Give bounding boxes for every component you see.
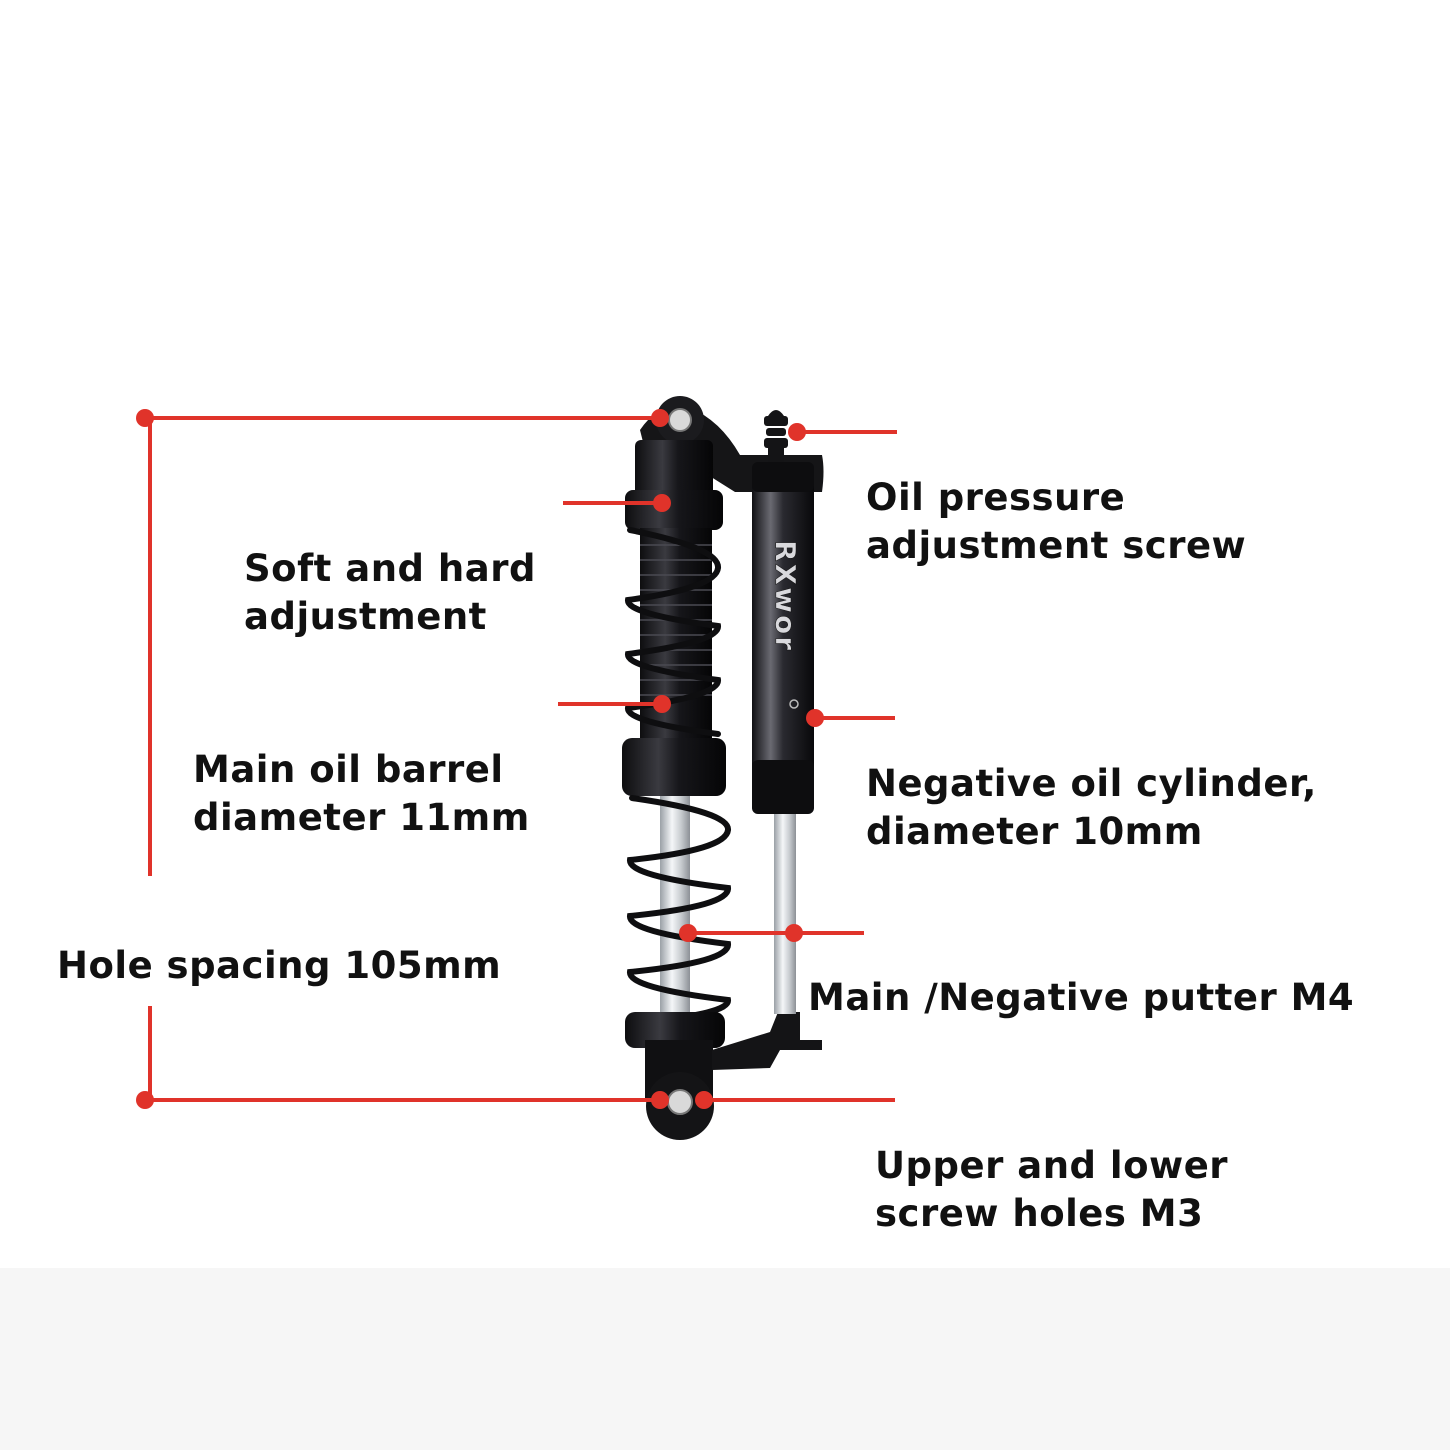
label-line: diameter 11mm [193, 796, 530, 839]
label-line: Main oil barrel [193, 748, 504, 791]
callout-dot [136, 409, 154, 427]
label-line: adjustment [244, 595, 487, 638]
callout-dot [788, 423, 806, 441]
negative-putter-rod [774, 814, 796, 1014]
callout-dot [785, 924, 803, 942]
label-screw-holes: Upper and lower screw holes M3 [875, 1142, 1228, 1238]
label-line: screw holes M3 [875, 1192, 1204, 1235]
callout-dot [653, 494, 671, 512]
shock-absorber-image: RXwor [622, 396, 824, 1140]
spring-collar [622, 738, 726, 796]
label-oil-pressure-screw: Oil pressure adjustment screw [866, 474, 1246, 570]
label-line: Upper and lower [875, 1144, 1229, 1187]
callout-dot [695, 1091, 713, 1109]
label-line: diameter 10mm [866, 810, 1203, 853]
label-line: Main /Negative putter M4 [808, 976, 1355, 1019]
label-hole-spacing: Hole spacing 105mm [57, 942, 501, 990]
background-band [0, 1268, 1450, 1450]
main-barrel [640, 528, 712, 744]
callout-dots [136, 409, 824, 1109]
callouts [145, 416, 897, 1102]
label-negative-oil-cylinder: Negative oil cylinder, diameter 10mm [866, 760, 1317, 856]
main-body-cap [635, 440, 713, 500]
brand-logo: RXwor [769, 540, 802, 652]
callout-dot [653, 695, 671, 713]
lower-collar [625, 1012, 725, 1048]
callout-dot [651, 409, 669, 427]
label-line: adjustment screw [866, 524, 1247, 567]
label-line: Negative oil cylinder, [866, 762, 1317, 805]
lower-bracket [712, 1012, 822, 1070]
negative-oil-cylinder [752, 462, 814, 814]
adjustment-ring [625, 490, 723, 530]
callout-dot [136, 1091, 154, 1109]
callout-dot [651, 1091, 669, 1109]
label-line: Oil pressure [866, 476, 1126, 519]
label-putter: Main /Negative putter M4 [808, 974, 1354, 1022]
label-line: Soft and hard [244, 547, 536, 590]
label-main-oil-barrel: Main oil barrel diameter 11mm [193, 746, 530, 842]
callout-dot [679, 924, 697, 942]
callout-dot [806, 709, 824, 727]
label-soft-hard-adjustment: Soft and hard adjustment [244, 545, 536, 641]
label-line: Hole spacing 105mm [57, 944, 502, 987]
pressure-screw [764, 410, 788, 462]
